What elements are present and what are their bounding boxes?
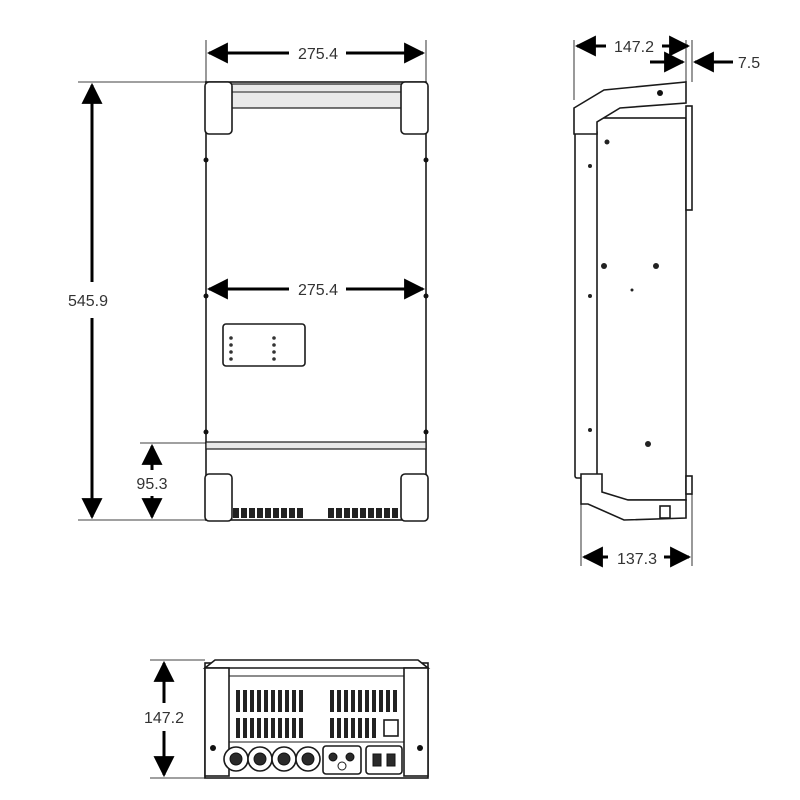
connector-block-right <box>365 745 403 775</box>
top-right-corner-guard <box>400 81 429 135</box>
bottom-right-corner-guard <box>400 473 429 522</box>
led-panel <box>222 323 306 367</box>
front-view: 275.4 275.4 545.9 95.3 <box>68 40 429 522</box>
bottom-depth-label: 147.2 <box>144 710 184 727</box>
cable-gland-icon <box>223 746 321 772</box>
side-view: 147.2 7.5 137.3 <box>573 35 760 568</box>
front-height-label: 545.9 <box>68 293 108 310</box>
side-bracket-label: 7.5 <box>738 55 760 72</box>
bottom-view: 147.2 <box>144 659 431 779</box>
side-depth-bottom-label: 137.3 <box>617 551 657 568</box>
front-width-top-label: 275.4 <box>298 46 338 63</box>
side-depth-top-label: 147.2 <box>614 39 654 56</box>
front-base-height-label: 95.3 <box>136 476 167 493</box>
top-left-corner-guard <box>204 81 233 135</box>
front-width-mid-label: 275.4 <box>298 282 338 299</box>
switch-icon <box>383 719 399 737</box>
bottom-left-corner-guard <box>204 473 233 522</box>
